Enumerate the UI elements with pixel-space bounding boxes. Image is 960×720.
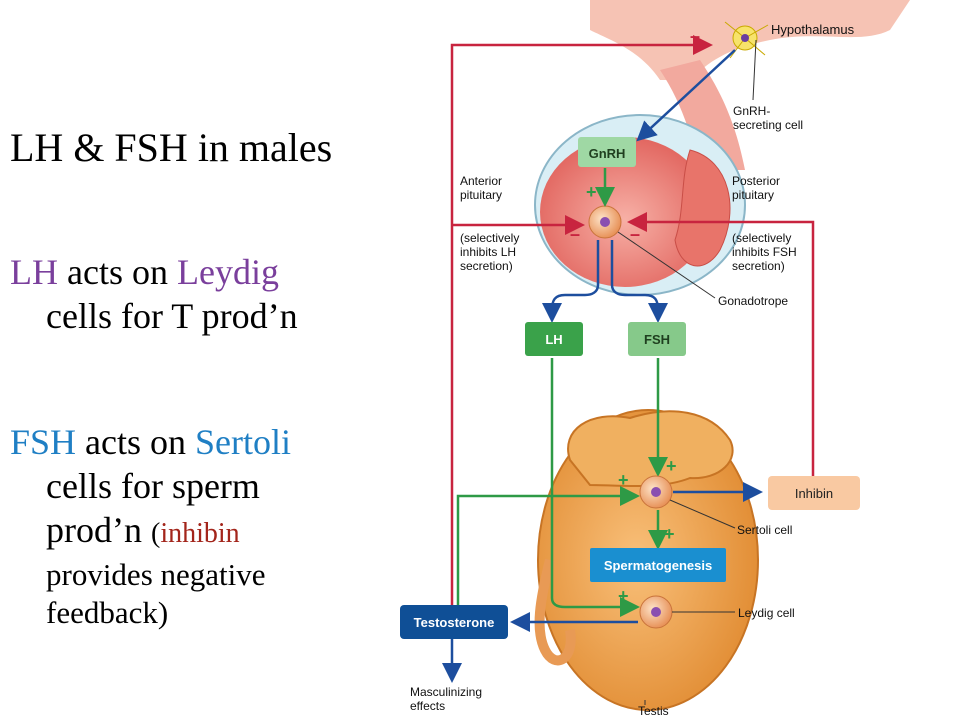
masculinizing-label-1: Masculinizing (410, 685, 482, 699)
posterior-pituitary-shape (674, 149, 731, 267)
inhibin-label: Inhibin (795, 486, 833, 501)
gonadotrope-leader (617, 231, 716, 299)
fsh-label: FSH (644, 332, 670, 347)
gnrh-cell-label-1: GnRH- (733, 104, 770, 118)
leydig-cell-label: Leydig cell (738, 606, 795, 620)
minus-sign-hypothalamus: – (690, 26, 700, 46)
posterior-label-2: pituitary (732, 188, 774, 202)
bullet-lh: LH acts on Leydig cells for T prod’n (10, 252, 298, 336)
hormone-feedback-diagram: GnRH LH FSH Inhibin Spermatogenesis Test… (400, 0, 910, 718)
lh-label: LH (545, 332, 562, 347)
sertoli-cell (639, 475, 673, 509)
inhibin-feedback-arrow (627, 212, 815, 480)
testis-label: Testis (638, 704, 669, 718)
gonadotrope-label: Gonadotrope (718, 294, 788, 308)
inhibits-lh-label-3: secretion) (460, 259, 513, 273)
spermatogenesis-box (590, 548, 726, 582)
hypothalamus-neuron (724, 21, 769, 59)
minus-sign-fsh: – (630, 224, 640, 244)
bullet-fsh: FSH acts on Sertoli cells for sperm prod… (10, 422, 292, 630)
spermatogenesis-label: Spermatogenesis (604, 558, 712, 573)
fsh-term: FSH (10, 422, 77, 462)
vas-deferens (534, 558, 576, 666)
gnrh-release-arrow (636, 49, 736, 142)
plus-sign-fsh: + (666, 456, 677, 476)
inhibits-fsh-label-2: inhibits FSH (732, 245, 797, 259)
testosterone-feedback-arrow (450, 35, 713, 610)
inhibits-fsh-label-1: (selectively (732, 231, 791, 245)
fsh-release-arrow (610, 240, 668, 323)
inhibits-lh-label-1: (selectively (460, 231, 519, 245)
anterior-pituitary-shape (540, 137, 710, 287)
lh-term: LH (10, 252, 58, 292)
slide-title: LH & FSH in males (10, 125, 333, 170)
sertoli-term: Sertoli (195, 422, 292, 462)
inhibin-term: inhibin (160, 518, 240, 549)
anterior-label-1: Anterior (460, 174, 502, 188)
lh-release-arrow (542, 240, 600, 323)
testosterone-to-sertoli-arrow (456, 486, 640, 608)
fsh-box (628, 322, 686, 356)
testosterone-label: Testosterone (414, 615, 495, 630)
plus-sign-gnrh: + (586, 182, 597, 202)
gnrh-label: GnRH (589, 146, 626, 161)
masculinizing-label-2: effects (410, 699, 445, 713)
plus-sign-lh: + (618, 586, 629, 606)
slide-text: LH & FSH in males LH acts on Leydig cell… (10, 0, 390, 720)
gnrh-cell-leader (752, 39, 757, 101)
inhibits-lh-label-2: inhibits LH (460, 245, 516, 259)
infundibulum (660, 60, 745, 170)
gonadotrope-cell (588, 205, 622, 239)
epididymis-shape (567, 410, 734, 488)
sertoli-cell-label: Sertoli cell (737, 523, 792, 537)
inhibits-fsh-label-3: secretion) (732, 259, 785, 273)
plus-sign-testosterone: + (618, 470, 629, 490)
sertoli-leader (669, 499, 736, 529)
lh-box (525, 322, 583, 356)
inhibin-box (768, 476, 860, 510)
leydig-cell (639, 595, 673, 629)
plus-sign-spermatogenesis: + (664, 524, 675, 544)
minus-sign-lh: – (570, 224, 580, 244)
gnrh-box (578, 137, 636, 167)
gnrh-cell-label-2: secreting cell (733, 118, 803, 132)
testosterone-box (400, 605, 508, 639)
lh-to-leydig-arrow (550, 358, 640, 617)
posterior-label-1: Posterior (732, 174, 780, 188)
hypothalamus-label: Hypothalamus (771, 22, 855, 37)
anterior-label-2: pituitary (460, 188, 502, 202)
leydig-term: Leydig (176, 252, 279, 292)
